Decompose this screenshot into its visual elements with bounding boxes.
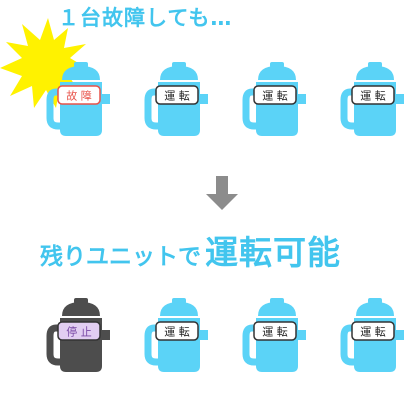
status-label: 運 転 xyxy=(360,90,386,103)
status-label-box xyxy=(253,85,297,105)
status-label-box xyxy=(351,321,395,341)
unit-dome xyxy=(356,302,394,316)
unit-dome xyxy=(356,66,394,80)
status-label-box xyxy=(253,321,297,341)
unit-dome xyxy=(160,302,198,316)
bottom-unit-row: 停 止運 転運 転運 転 xyxy=(46,298,404,372)
status-label-box xyxy=(351,85,395,105)
status-label-box xyxy=(57,85,101,105)
status-label: 運 転 xyxy=(164,326,190,339)
unit-handle xyxy=(144,324,170,366)
unit-handle xyxy=(46,88,72,130)
unit-dome xyxy=(160,66,198,80)
status-label: 停 止 xyxy=(66,325,92,339)
scenario-heading: １台故障しても… xyxy=(58,6,233,30)
result-emphasis: 運転可能 xyxy=(205,233,341,272)
unit-handle xyxy=(340,324,366,366)
unit-pipe xyxy=(396,94,404,104)
unit-dome xyxy=(62,302,100,316)
bottom-unit-1: 停 止 xyxy=(46,298,110,372)
result-prefix: 残りユニットで xyxy=(40,244,201,270)
unit-pipe xyxy=(298,330,306,340)
bottom-unit-3: 運 転 xyxy=(242,298,306,372)
status-label: 運 転 xyxy=(360,326,386,339)
down-arrow-icon xyxy=(206,176,238,210)
unit-handle xyxy=(144,88,170,130)
top-unit-4: 運 転 xyxy=(340,62,404,136)
unit-pipe xyxy=(200,330,208,340)
unit-pipe xyxy=(396,330,404,340)
unit-handle xyxy=(242,88,268,130)
top-unit-row: 故 障運 転運 転運 転 xyxy=(46,62,404,136)
status-label-box xyxy=(155,85,199,105)
unit-handle xyxy=(242,324,268,366)
unit-dome xyxy=(258,66,296,80)
status-label: 運 転 xyxy=(262,326,288,339)
unit-pipe xyxy=(102,330,110,340)
result-heading: 残りユニットで運転可能 xyxy=(40,226,341,274)
unit-handle xyxy=(46,324,72,366)
unit-pipe xyxy=(298,94,306,104)
unit-dome xyxy=(258,302,296,316)
status-label: 運 転 xyxy=(164,90,190,103)
status-label: 故 障 xyxy=(66,89,92,103)
top-unit-2: 運 転 xyxy=(144,62,208,136)
unit-pipe xyxy=(102,94,110,104)
unit-pipe xyxy=(200,94,208,104)
bottom-unit-2: 運 転 xyxy=(144,298,208,372)
unit-handle xyxy=(340,88,366,130)
status-label-box xyxy=(155,321,199,341)
top-unit-3: 運 転 xyxy=(242,62,306,136)
status-label: 運 転 xyxy=(262,90,288,103)
bottom-unit-4: 運 転 xyxy=(340,298,404,372)
status-label-box xyxy=(57,321,101,341)
unit-dome xyxy=(62,66,100,80)
top-unit-1: 故 障 xyxy=(46,62,110,136)
